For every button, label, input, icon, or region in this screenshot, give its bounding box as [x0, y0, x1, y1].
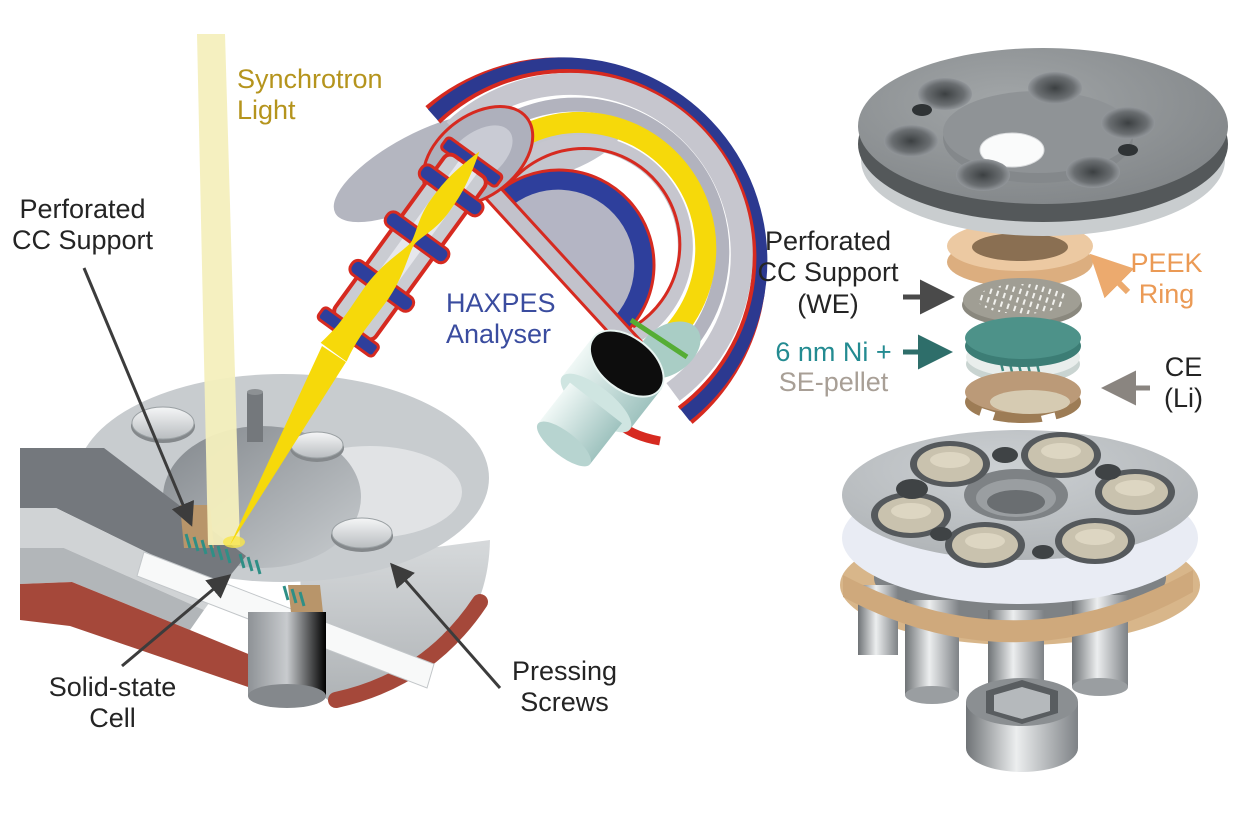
- hex-screw-part: [966, 678, 1078, 772]
- base-assembly-part: [840, 430, 1200, 717]
- sample-perforation-dashes: [184, 533, 306, 607]
- base-through-holes: [896, 447, 1121, 559]
- solid-state-cell-illustration: [20, 374, 490, 708]
- detector-aperture: [589, 329, 665, 398]
- ce-disc-part: [965, 371, 1081, 427]
- haxpes-analyser-illustration: [333, 57, 768, 446]
- alignment-pin: [247, 392, 263, 442]
- top-flange-part: [858, 48, 1228, 236]
- se-pellet-part: [965, 317, 1081, 384]
- perforated-cc-support-arrow: [82, 267, 194, 527]
- solid-state-cell-arrow: [121, 574, 232, 668]
- haxpes-analyser-label: HAXPES Analyser: [446, 288, 556, 350]
- detector-illustration: [536, 329, 665, 467]
- lens-beam-spindle: [320, 151, 480, 362]
- peek-ring-part: [947, 221, 1093, 287]
- photoelectron-beam: [223, 346, 346, 548]
- peek-arrow: [1089, 253, 1135, 299]
- base-pressing-screw-heads: [871, 432, 1175, 568]
- se-pellet-label: SE-pellet: [778, 367, 889, 397]
- solid-state-cell-label: Solid-state Cell: [48, 672, 177, 734]
- ce-li-label: CE (Li): [1164, 352, 1203, 414]
- electron-trajectory-band: [481, 111, 717, 362]
- detector-entrance-strip: [629, 317, 689, 360]
- synchrotron-beam: [197, 34, 240, 545]
- perforated-cc-support-label: Perforated CC Support: [11, 194, 154, 256]
- transfer-lens-column: [316, 136, 504, 362]
- synchrotron-light-label: Synchrotron Light: [237, 64, 383, 126]
- annotation-arrows: [82, 253, 1150, 689]
- flange-countersunk-holes: [884, 72, 1155, 191]
- pressing-screws-label: Pressing Screws: [511, 656, 618, 718]
- ni-film-label: 6 nm Ni +: [775, 337, 892, 367]
- pressing-screws-arrow: [390, 562, 502, 689]
- we-disc-part: [962, 278, 1082, 327]
- exploded-cell-illustration: [840, 48, 1228, 772]
- peek-ring-label: PEEK Ring: [1130, 248, 1203, 310]
- perforated-cc-support-we-label: Perforated CC Support (WE): [757, 226, 899, 319]
